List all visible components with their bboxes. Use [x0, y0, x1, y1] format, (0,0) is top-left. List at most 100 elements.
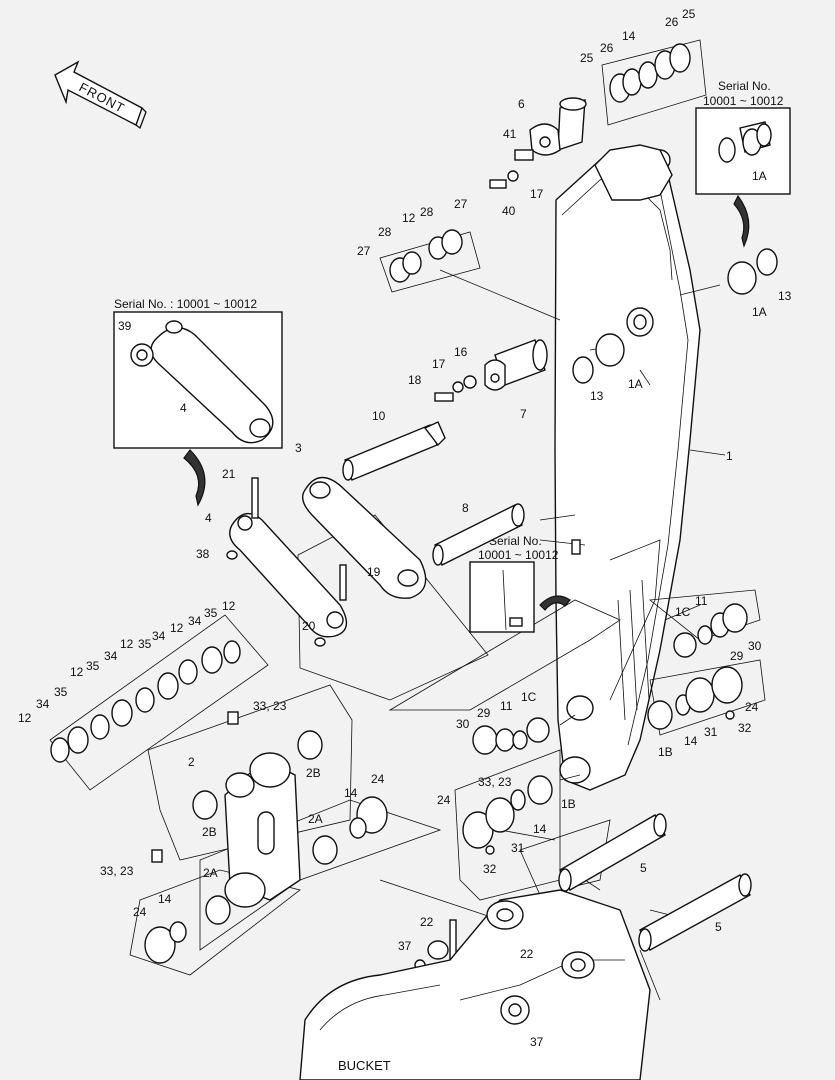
callout-label: 4 [180, 401, 187, 415]
callout-label: 21 [222, 467, 236, 481]
callout-label: 2B [202, 825, 217, 839]
link-2 [192, 730, 338, 925]
callout-label: 10 [372, 409, 386, 423]
callout-label: 19 [367, 565, 381, 579]
serial-box-1: Serial No. 10001 ~ 10012 [469, 534, 571, 633]
callout-label: 35 [54, 685, 68, 699]
callout-label: 37 [530, 1035, 544, 1049]
callout-label: 33, 23 [100, 864, 134, 878]
callout-label: 1C [521, 690, 537, 704]
bucket-label: BUCKET [338, 1058, 391, 1073]
serial-title-2: Serial No. : 10001 ~ 10012 [114, 297, 257, 311]
callout-label: 34 [152, 629, 166, 643]
callout-label: 28 [378, 225, 392, 239]
callout-label: 20 [302, 619, 316, 633]
callout-label: 12 [70, 665, 84, 679]
callout-label: 32 [483, 862, 497, 876]
callout-label: 14 [622, 29, 636, 43]
callout-label: 12 [120, 637, 134, 651]
callout-label: 18 [408, 373, 422, 387]
callout-label: 27 [357, 244, 371, 258]
callout-label: 33, 23 [478, 775, 512, 789]
callout-label: 41 [503, 127, 517, 141]
callout-label: 14 [533, 822, 547, 836]
callout-label: 31 [511, 841, 525, 855]
callout-label: 34 [104, 649, 118, 663]
callout-label: 35 [204, 606, 218, 620]
callout-label: 35 [86, 659, 100, 673]
callout-label: 5 [715, 920, 722, 934]
seal-rings [50, 43, 778, 964]
callout-label: 2B [306, 766, 321, 780]
serial-range-1: 10001 ~ 10012 [703, 94, 784, 108]
pin-5-lower [638, 873, 752, 952]
callout-label: 26 [600, 41, 614, 55]
callout-label: 22 [420, 915, 434, 929]
callout-label: 31 [704, 725, 718, 739]
pin-7 [484, 339, 548, 391]
callout-label: 1A [752, 169, 767, 183]
callout-label: 4 [205, 511, 212, 525]
callout-label: 14 [344, 786, 358, 800]
callout-label: 1B [658, 745, 673, 759]
callout-label: 40 [502, 204, 516, 218]
callout-label: 38 [196, 547, 210, 561]
callout-label: 22 [520, 947, 534, 961]
callout-label: 17 [530, 187, 544, 201]
pin-6 [529, 97, 587, 156]
callout-label: 30 [456, 717, 470, 731]
callout-label: 24 [745, 700, 759, 714]
callout-label: 12 [402, 211, 416, 225]
serial-range-3: 10001 ~ 10012 [478, 548, 559, 562]
callout-label: 13 [778, 289, 792, 303]
callout-label: 16 [454, 345, 468, 359]
callout-label: 32 [738, 721, 752, 735]
callout-label: 30 [748, 639, 762, 653]
callout-label: 1 [726, 449, 733, 463]
callout-label: 24 [437, 793, 451, 807]
callout-label: 24 [371, 772, 385, 786]
callout-label: 14 [158, 892, 172, 906]
callout-label: 29 [477, 706, 491, 720]
callout-label: 34 [36, 697, 50, 711]
callout-label: 35 [138, 637, 152, 651]
arm-body [554, 144, 701, 791]
callout-label: 11 [500, 699, 513, 713]
callout-label: 26 [665, 15, 679, 29]
pointer-arrows [183, 194, 750, 507]
bucket: BUCKET [299, 889, 651, 1080]
serial-box-1a: Serial No. 10001 ~ 10012 [695, 79, 791, 195]
callout-label: 39 [118, 319, 132, 333]
callout-label: 28 [420, 205, 434, 219]
callout-label: 11 [695, 594, 708, 608]
callout-label: 2A [308, 812, 323, 826]
callout-label: 5 [640, 861, 647, 875]
callout-label: 6 [518, 97, 525, 111]
callout-label: 34 [188, 614, 202, 628]
callout-label: 25 [580, 51, 594, 65]
link-3 [302, 476, 427, 599]
callout-label: 13 [590, 389, 604, 403]
callout-label: 24 [133, 905, 147, 919]
callout-label: 33, 23 [253, 699, 287, 713]
callout-label: 1C [675, 605, 691, 619]
pin-10 [342, 421, 446, 481]
callout-label: 14 [684, 734, 698, 748]
serial-box-link: Serial No. : 10001 ~ 10012 [113, 297, 283, 449]
callout-label: 17 [432, 357, 446, 371]
serial-title-1: Serial No. [718, 79, 771, 93]
callout-label: 25 [682, 7, 696, 21]
front-arrow: FRONT [54, 60, 147, 130]
callout-labels: 252614262564117401A131A28122727283941617… [18, 7, 792, 1049]
callout-label: 2 [188, 755, 195, 769]
serial-title-3: Serial No. [489, 534, 542, 548]
callout-label: 12 [222, 599, 236, 613]
pin-5-upper [558, 813, 667, 892]
callout-label: 12 [18, 711, 32, 725]
callout-label: 29 [730, 649, 744, 663]
callout-label: 1A [628, 377, 643, 391]
callout-label: 8 [462, 501, 469, 515]
callout-label: 7 [520, 407, 527, 421]
